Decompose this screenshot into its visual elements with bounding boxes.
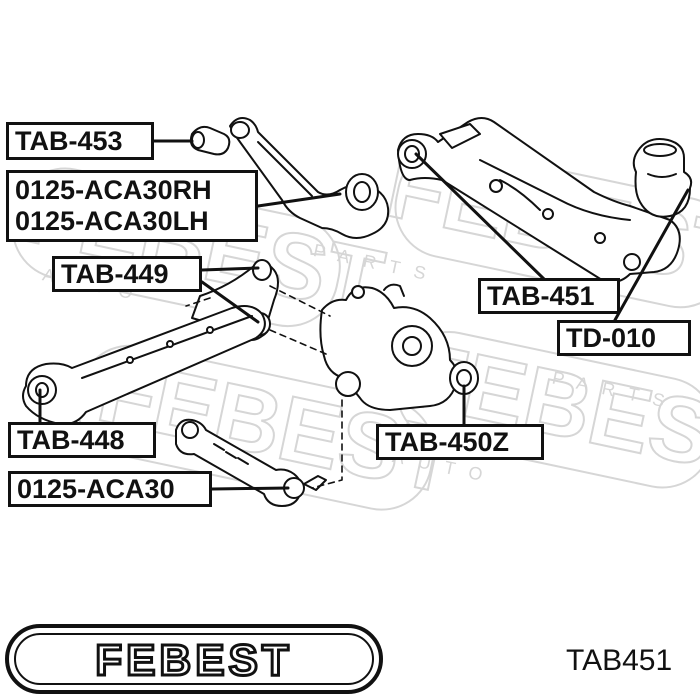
logo-text: FEBEST bbox=[95, 636, 293, 685]
steering-knuckle bbox=[319, 283, 479, 411]
callout-aca30rh-label: 0125-ACA30RH bbox=[15, 175, 212, 205]
trailing-arm bbox=[397, 117, 681, 283]
assembly-dashed-lines bbox=[185, 285, 343, 489]
upper-arm-aca30 bbox=[229, 117, 390, 239]
callout-aca30lh-label: 0125-ACA30LH bbox=[15, 206, 209, 236]
part-number: TAB451 bbox=[566, 644, 673, 677]
callout-tab-451: TAB-451 bbox=[478, 278, 620, 314]
callout-aca30: 0125-ACA30 bbox=[8, 471, 212, 507]
parts-drawing bbox=[22, 117, 693, 507]
callout-tab-449: TAB-449 bbox=[52, 256, 202, 292]
bump-stop-td-010 bbox=[632, 138, 693, 218]
bushing-tab-453 bbox=[189, 125, 231, 156]
callout-tab-450z: TAB-450Z bbox=[376, 424, 544, 460]
logo-outer-frame bbox=[5, 624, 383, 694]
logo-inner-frame bbox=[14, 633, 374, 685]
callout-aca30-rh-lh: 0125-ACA30RH 0125-ACA30LH bbox=[6, 170, 258, 242]
lower-control-arm bbox=[22, 305, 266, 426]
callout-tab-453: TAB-453 bbox=[6, 122, 154, 160]
callout-td-010: TD-010 bbox=[557, 320, 691, 356]
callout-tab-448: TAB-448 bbox=[8, 422, 156, 458]
febest-logo: FEBEST bbox=[5, 624, 383, 694]
leader-lines bbox=[38, 139, 690, 491]
